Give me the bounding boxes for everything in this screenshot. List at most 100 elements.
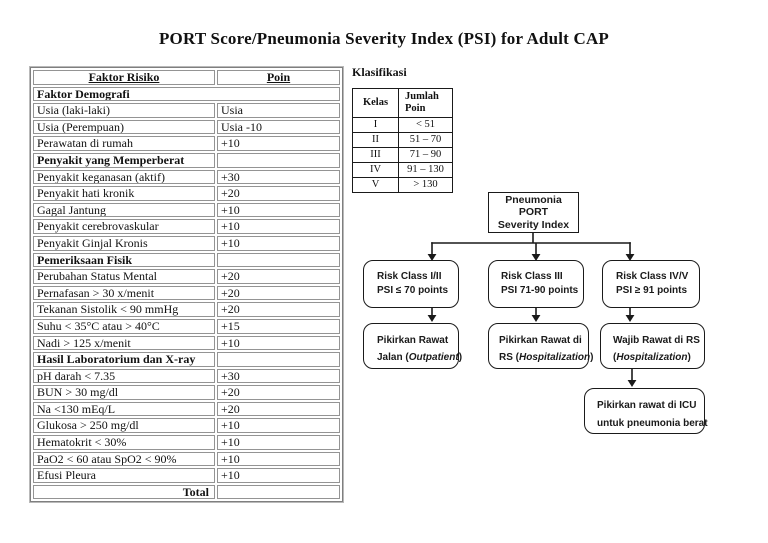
table-row: Usia (Perempuan)Usia -10 [33, 119, 340, 135]
table-header-row: Kelas Jumlah Poin [352, 88, 453, 118]
factor-cell: Perawatan di rumah [33, 136, 215, 151]
table-row: BUN > 30 mg/dl+20 [33, 385, 340, 400]
poin-cell: +10 [217, 435, 340, 450]
table-row: Pemeriksaan Fisik [33, 252, 340, 268]
poin-cell [217, 152, 340, 168]
factor-cell: Perubahan Status Mental [33, 269, 215, 284]
section-cell: Faktor Demografi [33, 86, 340, 102]
table-row: Faktor Demografi [33, 86, 340, 102]
factor-cell: Glukosa > 250 mg/dl [33, 418, 215, 434]
factor-cell: pH darah < 7.35 [33, 368, 215, 384]
column-header-kelas: Kelas [352, 88, 399, 118]
factor-cell: Pernafasan > 30 x/menit [33, 285, 215, 301]
section-cell: Pemeriksaan Fisik [33, 252, 215, 268]
factor-cell: BUN > 30 mg/dl [33, 385, 215, 400]
column-header-jumlah-poin: Jumlah Poin [398, 88, 453, 118]
table-row: Suhu < 35°C atau > 40°C+15 [33, 318, 340, 334]
poin-cell: +10 [217, 335, 340, 351]
jumlah-poin-cell: < 51 [398, 116, 453, 134]
flowchart-text: RS (Hospitalization) [499, 352, 594, 363]
flowchart-text: PSI ≥ 91 points [616, 285, 688, 296]
flowchart-text: PSI ≤ 70 points [377, 285, 449, 296]
kelas-cell: III [352, 147, 399, 164]
flowchart-risk-class-1-2-box: Risk Class I/II PSI ≤ 70 points [363, 260, 459, 308]
flowchart-text: untuk pneumonia berat [597, 417, 708, 429]
flowchart-text: Risk Class III [501, 271, 563, 282]
table-row: Efusi Pleura+10 [33, 468, 340, 483]
table-row: Penyakit cerebrovaskular+10 [33, 219, 340, 234]
poin-cell [217, 252, 340, 268]
table-row: PaO2 < 60 atau SpO2 < 90%+10 [33, 451, 340, 467]
poin-cell: Usia [217, 103, 340, 118]
poin-cell: +15 [217, 318, 340, 334]
table-row: Penyakit yang Memperberat [33, 152, 340, 168]
jumlah-poin-cell: 51 – 70 [398, 132, 453, 149]
table-row: Penyakit keganasan (aktif)+30 [33, 169, 340, 185]
flowchart-text: Pikirkan Rawat di [499, 335, 582, 346]
poin-cell: +10 [217, 219, 340, 234]
flowchart-text: (Hospitalization) [613, 352, 691, 363]
table-row: pH darah < 7.35+30 [33, 368, 340, 384]
poin-cell: +10 [217, 468, 340, 483]
kelas-cell: I [352, 116, 399, 134]
poin-cell: +10 [217, 235, 340, 251]
factor-cell: Penyakit Ginjal Kronis [33, 235, 215, 251]
flowchart-icu-box: Pikirkan rawat di ICU untuk pneumonia be… [584, 388, 708, 434]
table-row: Pernafasan > 30 x/menit+20 [33, 285, 340, 301]
table-row: I< 51 [352, 116, 453, 134]
total-cell: Total [33, 484, 215, 500]
table-row: V> 130 [352, 177, 453, 194]
flowchart-text: Risk Class I/II [377, 271, 442, 282]
poin-cell: +10 [217, 418, 340, 434]
jumlah-poin-cell: 71 – 90 [398, 147, 453, 164]
table-row: Usia (laki-laki)Usia [33, 103, 340, 118]
kelas-cell: V [352, 177, 399, 194]
flowchart-root-box: Pneumonia PORT Severity Index [488, 192, 579, 233]
factor-cell: Penyakit hati kronik [33, 186, 215, 201]
table-row: Hematokrit < 30%+10 [33, 435, 340, 450]
jumlah-poin-cell: 91 – 130 [398, 162, 453, 179]
poin-cell: +10 [217, 451, 340, 467]
poin-cell: +20 [217, 385, 340, 400]
poin-cell: Usia -10 [217, 119, 340, 135]
column-header-poin: Poin [217, 70, 340, 85]
flowchart-risk-class-4-5-box: Risk Class IV/V PSI ≥ 91 points [602, 260, 700, 308]
factor-cell: Suhu < 35°C atau > 40°C [33, 318, 215, 334]
factor-cell: Penyakit cerebrovaskular [33, 219, 215, 234]
kelas-cell: IV [352, 162, 399, 179]
flowchart-text: Risk Class IV/V [616, 271, 689, 282]
page-title: PORT Score/Pneumonia Severity Index (PSI… [158, 29, 610, 48]
table-row: Nadi > 125 x/menit+10 [33, 335, 340, 351]
section-cell: Penyakit yang Memperberat [33, 152, 215, 168]
table-row: Hasil Laboratorium dan X-ray [33, 352, 340, 367]
poin-cell: +20 [217, 302, 340, 317]
column-header-faktor-risiko: Faktor Risiko [33, 70, 215, 85]
poin-cell [217, 352, 340, 367]
factor-cell: Nadi > 125 x/menit [33, 335, 215, 351]
flowchart-text: Pikirkan rawat di ICU [597, 400, 697, 411]
flowchart-text: Pneumonia [505, 193, 562, 206]
poin-cell: +20 [217, 186, 340, 201]
flowchart-text: Wajib Rawat di RS [613, 335, 700, 346]
table-row: Na <130 mEq/L+20 [33, 401, 340, 417]
flowchart-text: PSI 71-90 points [501, 285, 579, 296]
poin-cell: +10 [217, 202, 340, 218]
factor-cell: Usia (Perempuan) [33, 119, 215, 135]
flowchart-text: Jalan (Outpatient) [377, 352, 463, 363]
table-row: Perubahan Status Mental+20 [33, 269, 340, 284]
table-row: Gagal Jantung+10 [33, 202, 340, 218]
poin-cell: +30 [217, 169, 340, 185]
poin-cell [217, 484, 340, 500]
table-row: Perawatan di rumah+10 [33, 136, 340, 151]
table-header-row: Faktor Risiko Poin [33, 70, 340, 85]
factor-cell: Na <130 mEq/L [33, 401, 215, 417]
section-cell: Hasil Laboratorium dan X-ray [33, 352, 215, 367]
poin-cell: +20 [217, 269, 340, 284]
factor-cell: Usia (laki-laki) [33, 103, 215, 118]
